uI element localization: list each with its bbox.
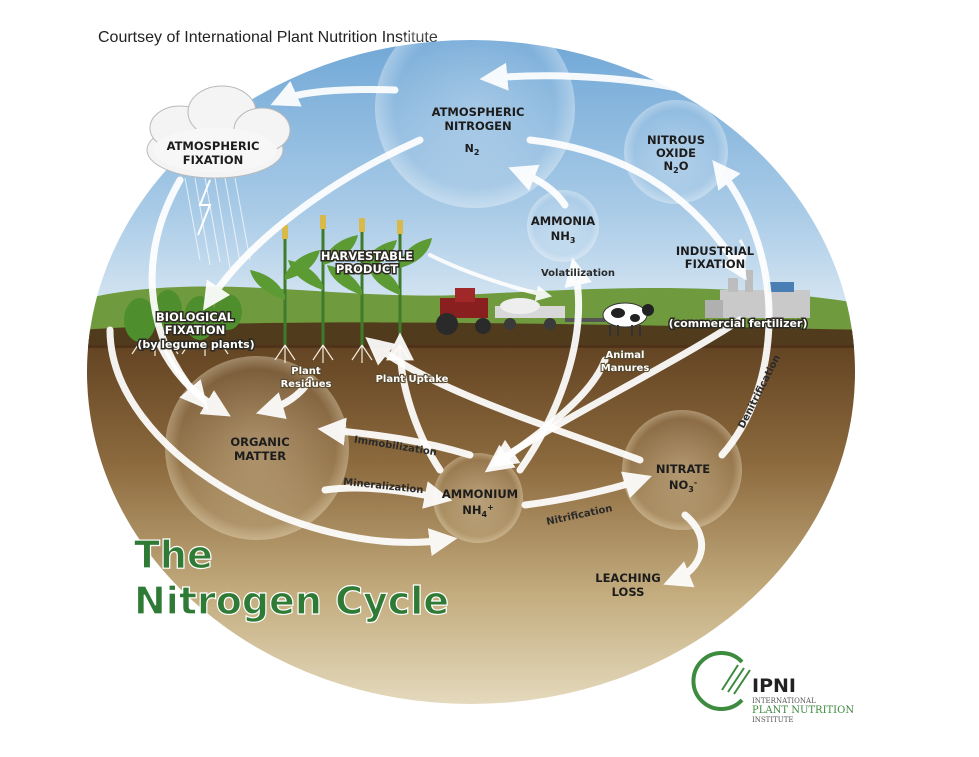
svg-text:(by legume plants): (by legume plants)	[137, 338, 254, 351]
arrow-plant-to-ammonia	[428, 253, 553, 302]
bubble-atmospheric-nitrogen	[375, 8, 575, 208]
arrow-n2-to-bio-fixation	[203, 136, 424, 311]
svg-text:Animal: Animal	[606, 350, 645, 361]
svg-text:HARVESTABLE: HARVESTABLE	[321, 249, 413, 263]
svg-text:FIXATION: FIXATION	[685, 257, 746, 271]
label-atmospheric-fixation: ATMOSPHERIC FIXATION	[167, 139, 260, 167]
label-plant-uptake: Plant Uptake	[376, 374, 449, 385]
svg-text:AMMONIA: AMMONIA	[531, 214, 595, 228]
bubble-nitrate	[622, 410, 742, 530]
svg-text:IPNI: IPNI	[752, 675, 796, 697]
svg-text:FIXATION: FIXATION	[165, 323, 226, 337]
svg-text:PLANT NUTRITION: PLANT NUTRITION	[752, 705, 854, 716]
label-biological-fixation: BIOLOGICAL FIXATION (by legume plants)	[136, 309, 256, 353]
svg-text:FIXATION: FIXATION	[183, 153, 244, 167]
arrow-residues-to-organic	[255, 376, 314, 420]
svg-text:LEACHING: LEACHING	[595, 571, 661, 585]
svg-text:LOSS: LOSS	[612, 585, 645, 599]
label-animal-manures: Animal Manures	[600, 349, 651, 375]
arrow-ammonium-volatilization	[516, 257, 592, 474]
svg-text:NH3: NH3	[551, 229, 576, 245]
label-volatilization: Volatilization	[541, 268, 615, 279]
arrow-ammonia-to-n2	[508, 164, 569, 209]
arrow-denitrification	[712, 160, 773, 459]
svg-text:ATMOSPHERIC: ATMOSPHERIC	[167, 139, 260, 153]
ipni-logo: IPNI INTERNATIONAL PLANT NUTRITION INSTI…	[691, 651, 854, 724]
svg-text:ORGANIC: ORGANIC	[230, 435, 289, 449]
svg-text:INDUSTRIAL: INDUSTRIAL	[676, 244, 755, 258]
bubble-ammonium	[433, 453, 523, 543]
arrow-n2-to-industrial	[526, 136, 747, 281]
arrow-mineralization	[321, 481, 453, 509]
svg-text:NH4+: NH4+	[462, 503, 494, 519]
svg-text:INTERNATIONAL: INTERNATIONAL	[752, 697, 816, 705]
arrow-bio-to-organic	[156, 341, 231, 417]
svg-text:NITROGEN: NITROGEN	[444, 119, 511, 133]
svg-text:NITRATE: NITRATE	[656, 462, 710, 476]
label-ammonia: AMMONIA NH3	[531, 214, 595, 245]
cloud-icon	[146, 85, 291, 269]
arrow-nitrate-uptake	[365, 337, 644, 464]
tractor-icon	[436, 288, 605, 335]
arrow-fertilizer-to-ammonium	[489, 316, 744, 467]
label-organic-matter: ORGANIC MATTER	[230, 435, 289, 463]
label-plant-residues: Plant Residues	[279, 365, 332, 391]
label-nitrous-oxide: NITROUS OXIDE N2O	[647, 133, 705, 175]
svg-text:NITROUS: NITROUS	[647, 133, 705, 147]
label-leaching-loss: LEACHING LOSS	[595, 571, 661, 599]
logo-leaf-icon	[691, 651, 744, 711]
arrow-outer-loop	[106, 326, 458, 556]
credit-text: Courtsey of International Plant Nutritio…	[98, 29, 438, 46]
svg-text:Residues: Residues	[281, 379, 332, 390]
arrow-nitrous-to-n2	[479, 62, 724, 104]
flow-arrows	[106, 62, 773, 588]
label-ammonium: AMMONIUM NH4+	[442, 487, 518, 519]
svg-text:AMMONIUM: AMMONIUM	[442, 487, 518, 501]
label-atmospheric-nitrogen: ATMOSPHERIC NITROGEN N2	[432, 105, 525, 157]
svg-text:Nitrogen Cycle: Nitrogen Cycle	[134, 579, 449, 623]
arrow-immobilization	[317, 417, 474, 459]
svg-text:(commercial fertilizer): (commercial fertilizer)	[669, 317, 808, 330]
label-nitrate: NITRATE NO3-	[656, 462, 710, 494]
svg-text:N2: N2	[465, 142, 480, 157]
cow-icon	[602, 302, 654, 336]
svg-text:PRODUCT: PRODUCT	[336, 262, 398, 276]
figure-title: The Nitrogen Cycle	[133, 532, 449, 623]
label-industrial-fixation: INDUSTRIAL FIXATION (commercial fertiliz…	[667, 244, 809, 332]
svg-text:OXIDE: OXIDE	[656, 146, 696, 160]
svg-text:BIOLOGICAL: BIOLOGICAL	[156, 310, 235, 324]
svg-text:MATTER: MATTER	[234, 449, 286, 463]
svg-text:ATMOSPHERIC: ATMOSPHERIC	[432, 105, 525, 119]
svg-text:NO3-: NO3-	[669, 478, 697, 494]
arrow-leaching	[663, 511, 706, 588]
corn-plants-icon	[131, 215, 432, 363]
arrow-nitrification	[521, 471, 652, 509]
bubble-ammonia	[527, 190, 599, 262]
svg-text:The: The	[134, 533, 213, 577]
svg-text:Manures: Manures	[601, 363, 650, 374]
svg-text:Plant: Plant	[291, 366, 321, 377]
label-harvestable-product: HARVESTABLE PRODUCT	[319, 248, 414, 278]
field-furrows	[87, 322, 855, 348]
svg-text:INSTITUTE: INSTITUTE	[752, 716, 793, 724]
svg-text:N2O: N2O	[664, 159, 689, 175]
arrow-n2-to-atm-fixation	[270, 80, 399, 107]
